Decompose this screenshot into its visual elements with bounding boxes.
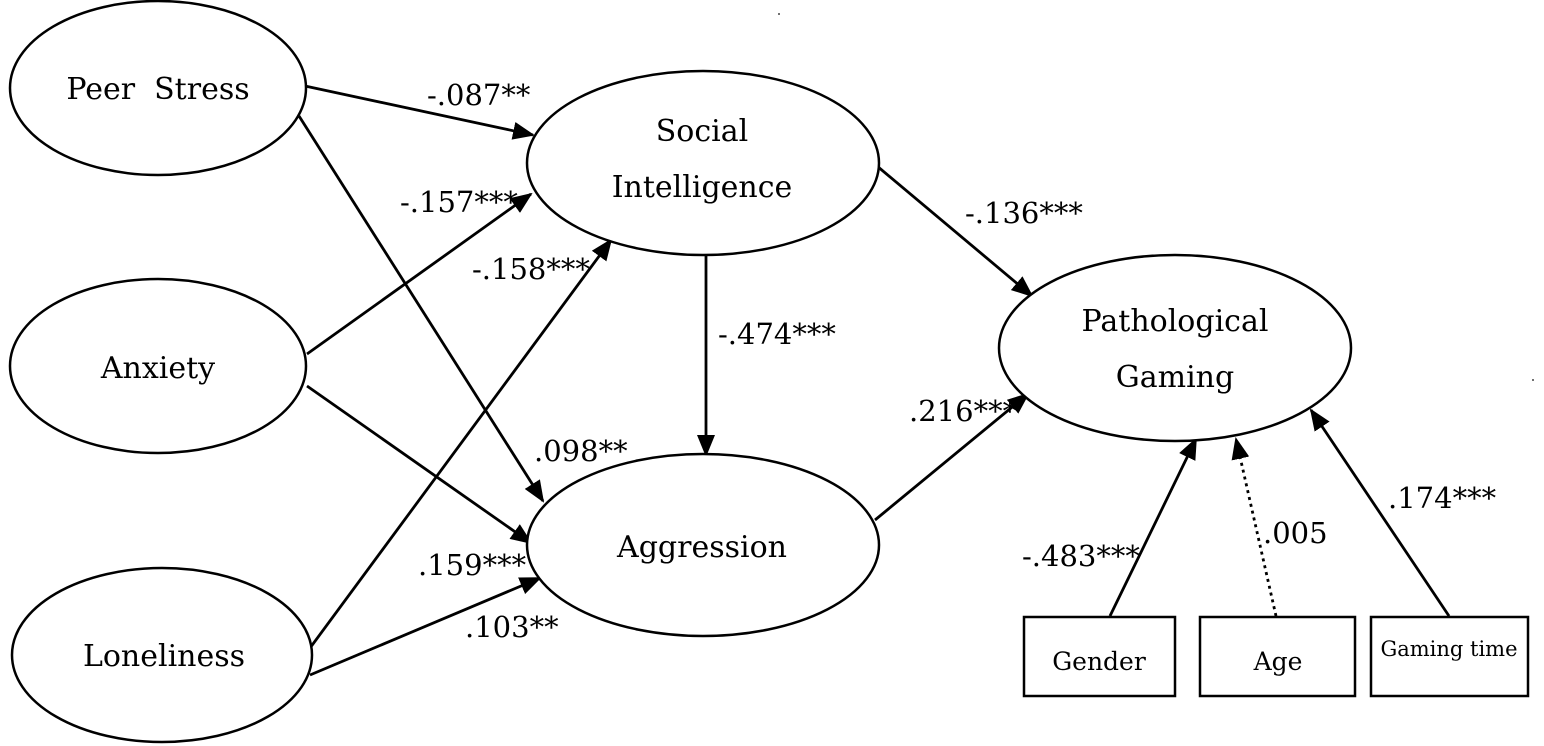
arrow-aggression-to-pathological-gaming [874, 392, 1030, 522]
node-anxiety [8, 277, 308, 455]
coef-anxiety-social-intelligence: -.157*** [400, 185, 518, 219]
arrow-anxiety-to-aggression [306, 384, 533, 545]
arrow-social-intelligence-to-pathological-gaming [876, 164, 1034, 298]
node-peer-stress [8, 0, 308, 177]
node-label-pathological-gaming-line-1: Pathological [1082, 304, 1269, 339]
arrow-loneliness-to-aggression [309, 576, 542, 677]
coef-social-intelligence-aggression: -.474*** [718, 317, 836, 351]
box-age [1198, 615, 1357, 698]
node-label-peer-stress: Peer Stress [66, 72, 249, 107]
box-gaming-time [1369, 615, 1530, 698]
coef-peer-stress-social-intelligence: -.087** [427, 78, 531, 112]
scan-speck-right [1532, 379, 1534, 381]
arrow-peer-stress-to-social-intelligence [304, 84, 535, 140]
node-label-social-intelligence-line-2: Intelligence [612, 170, 793, 205]
coef-gender-pathological-gaming: -.483*** [1022, 539, 1140, 573]
node-label-loneliness: Loneliness [83, 639, 245, 674]
node-aggression [525, 452, 881, 638]
box-label-gaming-time: Gaming time [1380, 637, 1517, 661]
coef-loneliness-social-intelligence: -.158*** [472, 252, 590, 286]
node-social-intelligence [525, 69, 881, 257]
node-pathological-gaming [997, 253, 1353, 443]
node-label-aggression: Aggression [616, 530, 787, 565]
arrow-anxiety-to-social-intelligence [306, 192, 533, 356]
coef-social-intelligence-pathological-gaming: -.136*** [965, 196, 1083, 230]
coef-age-pathological-gaming: .005 [1263, 516, 1328, 550]
scan-speck-top [778, 13, 780, 15]
box-label-gender: Gender [1052, 647, 1146, 676]
node-label-social-intelligence-line-1: Social [656, 114, 749, 149]
coef-anxiety-aggression: .159*** [418, 548, 527, 582]
arrow-loneliness-to-social-intelligence [308, 238, 613, 649]
node-label-pathological-gaming-line-2: Gaming [1116, 360, 1234, 395]
arrow-gaming-time-to-pathological-gaming [1309, 408, 1451, 617]
coef-gaming-time-pathological-gaming: .174*** [1388, 481, 1497, 515]
box-gender [1022, 615, 1177, 698]
coef-loneliness-aggression: .103** [465, 610, 559, 644]
arrow-peer-stress-to-aggression [297, 115, 545, 503]
box-label-age: Age [1253, 647, 1303, 676]
arrow-gender-to-pathological-gaming [1108, 437, 1198, 617]
node-label-anxiety: Anxiety [100, 351, 215, 386]
coef-peer-stress-aggression: .098** [534, 434, 628, 468]
coef-aggression-pathological-gaming: .216*** [909, 394, 1018, 428]
node-loneliness [10, 566, 314, 744]
arrow-age-to-pathological-gaming [1231, 437, 1278, 617]
